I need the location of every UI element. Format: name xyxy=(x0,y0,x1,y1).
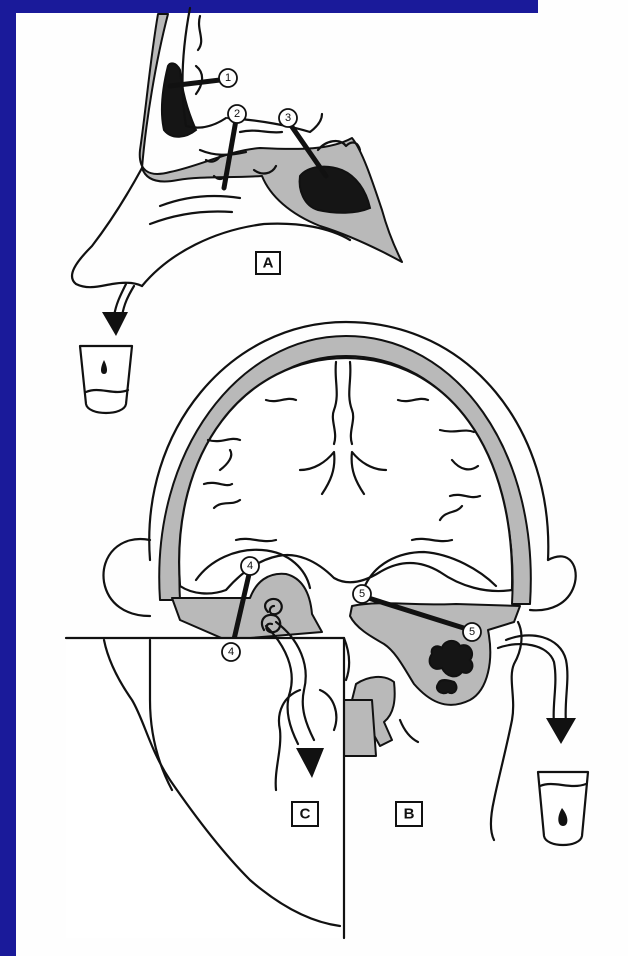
callout-5-right: 5 xyxy=(463,623,481,641)
panel-a-label: A xyxy=(256,252,280,274)
frontal-sinus-fluid xyxy=(162,63,196,136)
panel-c-inset xyxy=(66,622,344,938)
callout-5-left: 5 xyxy=(353,585,371,603)
panel-b-label: B xyxy=(396,802,422,826)
svg-text:1: 1 xyxy=(225,72,231,84)
callout-2: 2 xyxy=(228,105,246,123)
svg-text:4: 4 xyxy=(247,560,253,572)
callout-4-upper: 4 xyxy=(241,557,259,575)
nose-profile xyxy=(72,168,142,287)
right-neck-outline xyxy=(491,622,521,840)
svg-text:5: 5 xyxy=(359,588,365,600)
svg-text:A: A xyxy=(263,255,274,272)
arrow-down-icon xyxy=(102,312,128,336)
svg-text:2: 2 xyxy=(234,108,240,120)
callout-1: 1 xyxy=(219,69,237,87)
callout-3: 3 xyxy=(279,109,297,127)
ear-left xyxy=(103,539,150,616)
palate-structure xyxy=(342,700,376,756)
ear-right xyxy=(530,556,576,610)
svg-text:C: C xyxy=(300,806,311,823)
nasal-turbinate-lines xyxy=(150,196,240,224)
drip-path-a xyxy=(114,284,134,316)
callout-4-lower: 4 xyxy=(222,643,240,661)
collection-cup-b xyxy=(538,772,588,845)
svg-text:B: B xyxy=(404,806,415,823)
svg-text:3: 3 xyxy=(285,112,291,124)
brain-outline-a xyxy=(183,8,322,132)
collection-cup-a xyxy=(80,346,132,413)
nasal-floor xyxy=(142,224,350,286)
arrow-down-icon-b xyxy=(546,718,576,744)
svg-text:4: 4 xyxy=(228,646,234,658)
svg-text:5: 5 xyxy=(469,626,475,638)
panel-c-label: C xyxy=(292,802,318,826)
right-ear-canal-drip xyxy=(498,635,567,724)
